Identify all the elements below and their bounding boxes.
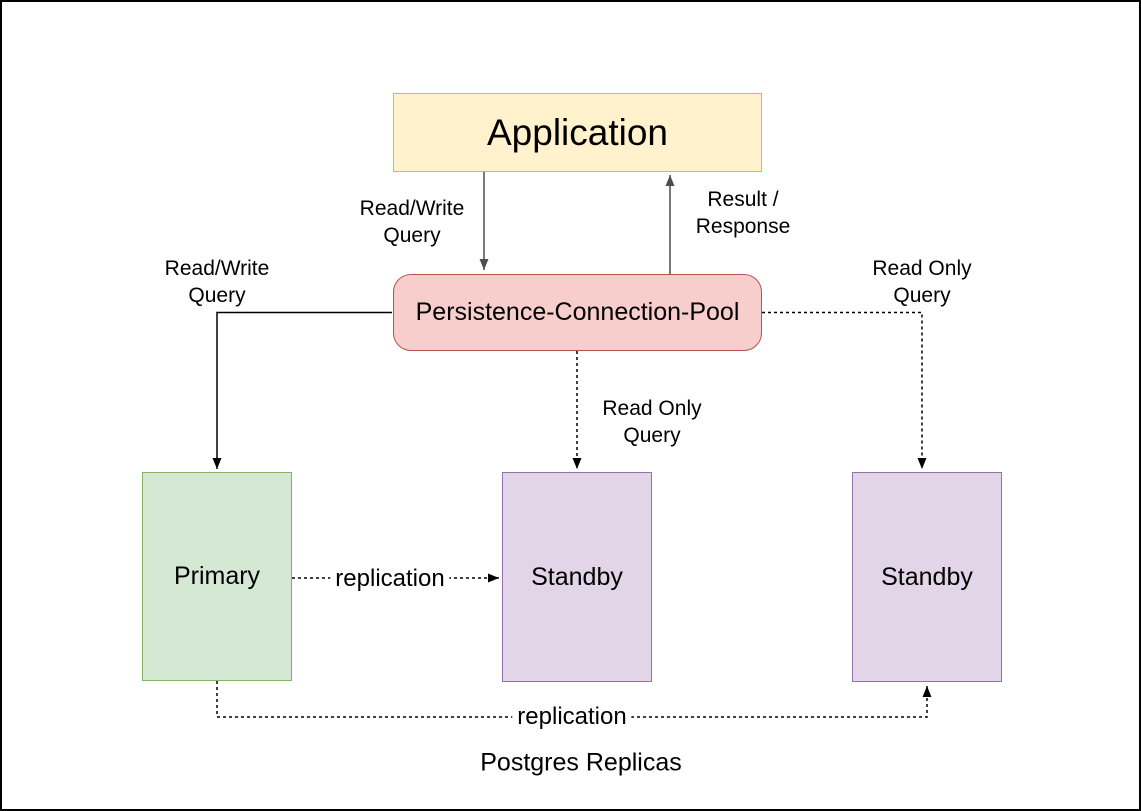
node-standby-right: Standby	[852, 472, 1002, 682]
label-read-only-query-middle: Read Only Query	[602, 397, 702, 447]
label-replication-middle: replication	[330, 566, 450, 592]
node-persistence-connection-pool-label: Persistence-Connection-Pool	[415, 298, 740, 326]
node-primary: Primary	[142, 472, 292, 681]
label-read-write-query-top: Read/Write Query	[359, 197, 465, 247]
node-application-label: Application	[486, 111, 668, 153]
edge-pool-to-primary	[212, 311, 392, 469]
node-standby-middle: Standby	[502, 472, 652, 682]
node-application: Application	[393, 93, 762, 172]
node-standby-middle-label: Standby	[531, 562, 623, 591]
label-read-only-query-right: Read Only Query	[872, 257, 972, 307]
label-result-response: Result / Response	[695, 188, 791, 238]
label-replication-bottom: replication	[512, 704, 632, 730]
node-standby-right-label: Standby	[881, 562, 973, 591]
node-persistence-connection-pool: Persistence-Connection-Pool	[393, 274, 762, 351]
node-primary-label: Primary	[173, 562, 261, 590]
edge-pool-to-standby-right	[762, 311, 927, 469]
caption-postgres-replicas: Postgres Replicas	[480, 748, 682, 777]
label-read-write-query-left: Read/Write Query	[164, 257, 270, 307]
